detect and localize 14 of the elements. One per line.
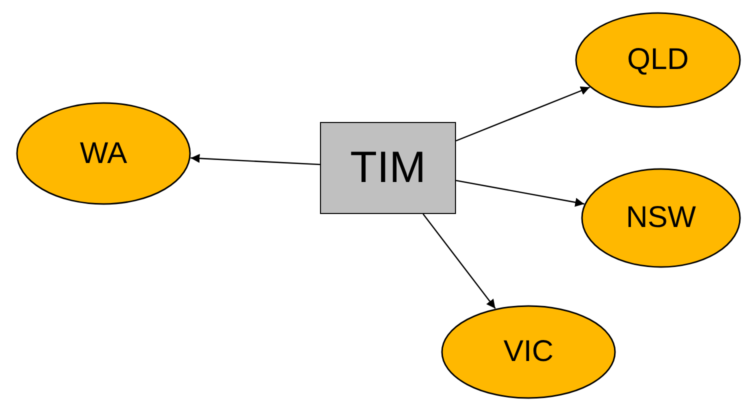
state-ellipse (16, 102, 191, 205)
node-label: NSW (626, 201, 696, 235)
node-label: TIM (350, 143, 426, 193)
arrow (422, 214, 496, 309)
arrow (456, 180, 584, 207)
process-box (320, 122, 456, 214)
node-label: WA (80, 136, 128, 170)
state-ellipse (441, 305, 616, 399)
state-ellipse (575, 12, 741, 108)
node-label: VIC (503, 335, 554, 369)
arrow (190, 154, 320, 166)
arrow (456, 86, 590, 142)
node-label: QLD (627, 43, 689, 77)
state-ellipse (581, 168, 741, 268)
